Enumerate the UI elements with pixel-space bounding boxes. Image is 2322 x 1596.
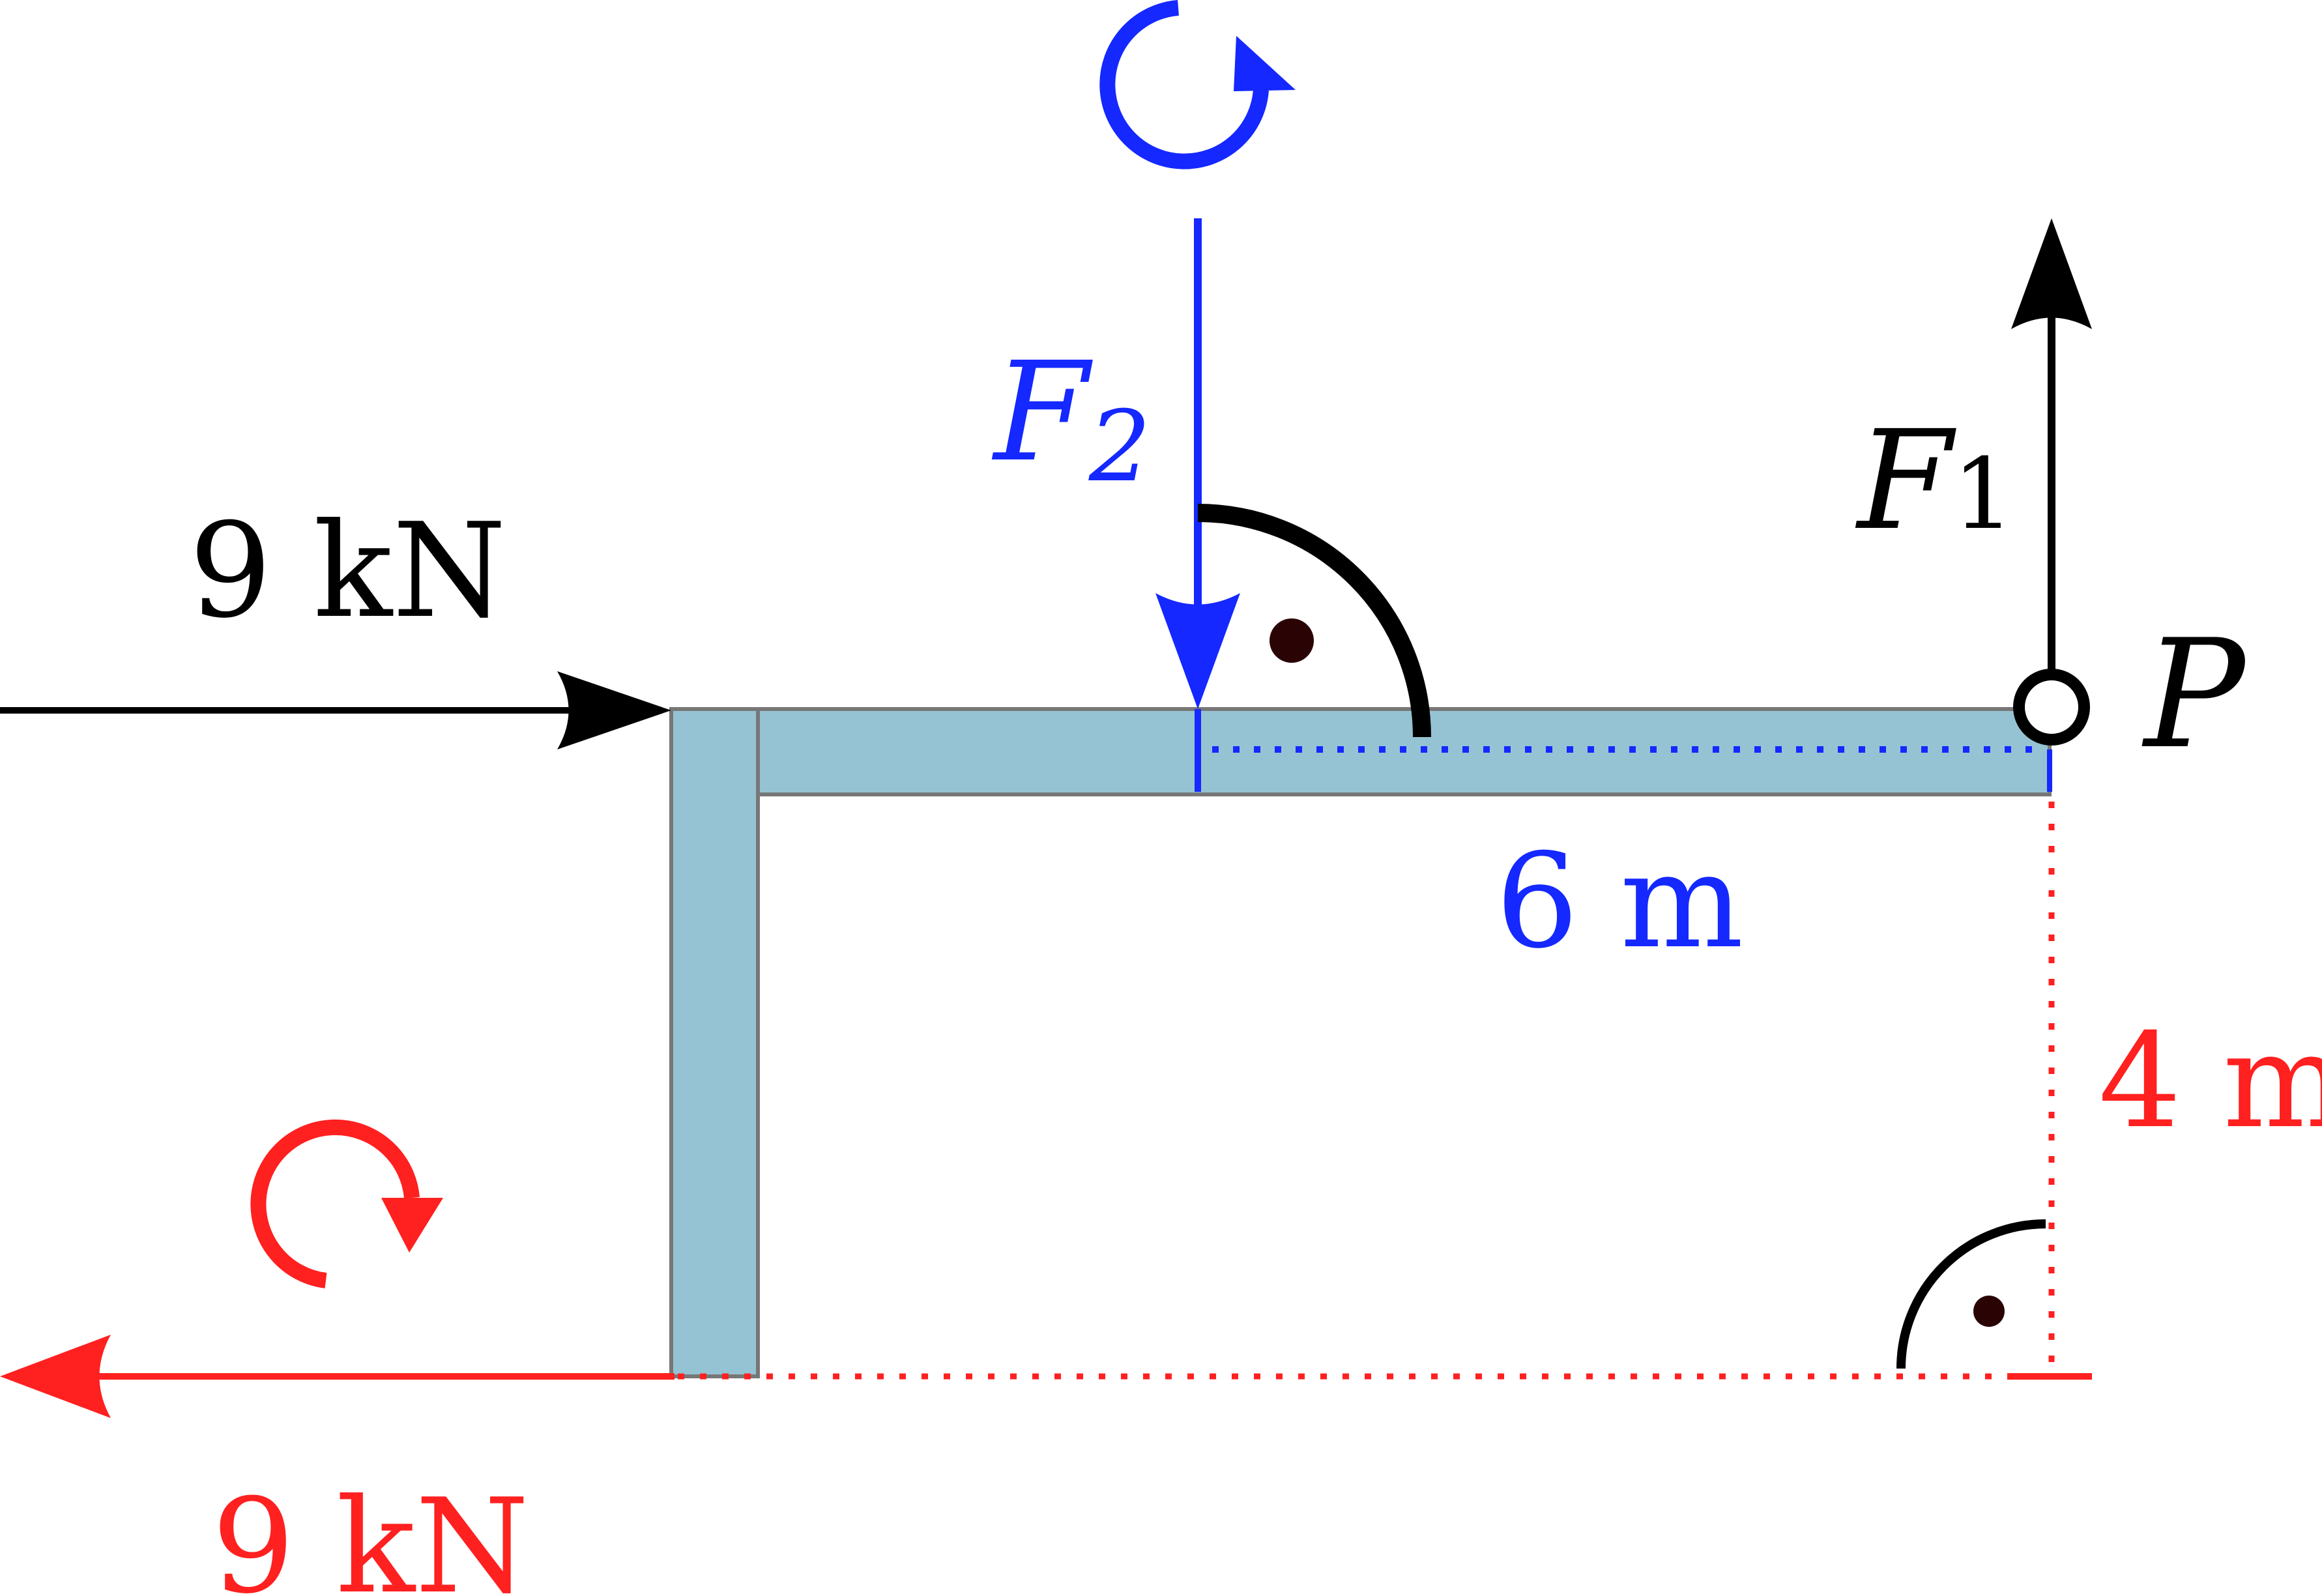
counterclockwise-rotation-icon	[1099, 0, 1296, 169]
force-arrow-bottom	[0, 1335, 675, 1418]
beam	[669, 707, 2052, 1378]
force-label-bottom: 9 kN	[212, 1471, 529, 1596]
force-label-f1: F1	[1855, 401, 2014, 560]
right-angle-marker-bottom	[1896, 1219, 2046, 1369]
pivot-point-p	[2013, 669, 2090, 746]
force-arrow-top	[0, 671, 671, 749]
point-label-p: P	[2141, 608, 2248, 782]
force-label-f2: F2	[991, 332, 1151, 504]
clockwise-rotation-icon	[250, 1119, 443, 1288]
force-label-top: 9 kN	[189, 495, 506, 647]
force-arrow-f1	[2011, 218, 2092, 675]
beam-vertical	[669, 707, 760, 1378]
right-angle-marker-top	[1197, 504, 1431, 738]
dimension-label-horizontal: 6 m	[1496, 826, 1743, 978]
dimension-label-vertical: 4 m	[2098, 1006, 2322, 1157]
force-arrow-f2	[1155, 218, 1240, 709]
